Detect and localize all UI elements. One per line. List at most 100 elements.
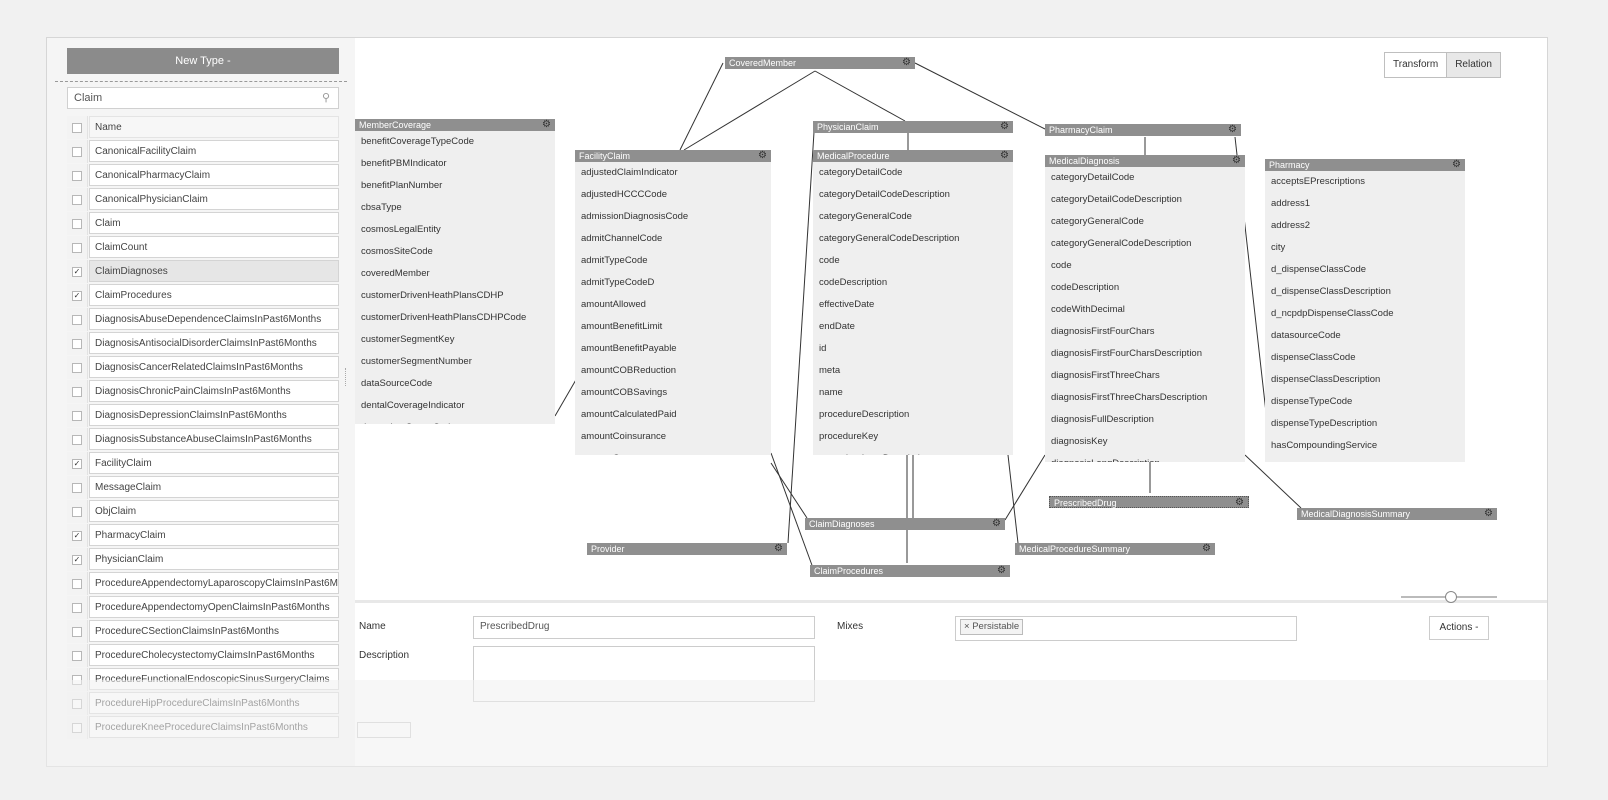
node-field[interactable]: benefitPBMIndicator (361, 158, 447, 169)
type-checkbox[interactable] (67, 212, 88, 235)
node-field[interactable]: dependentStatusCode (355, 417, 555, 424)
node-field[interactable]: categoryGeneralCodeDescription (1051, 238, 1192, 249)
mixes-tag[interactable]: × Persistable (960, 619, 1024, 635)
type-list-item[interactable]: ✓PharmacyClaim (67, 524, 339, 548)
horizontal-splitter-handle[interactable] (355, 600, 1547, 603)
description-textarea[interactable] (473, 646, 815, 702)
zoom-slider[interactable] (1401, 591, 1497, 603)
node-field[interactable]: cosmosSiteCode (361, 246, 433, 257)
node-field[interactable]: code (819, 255, 840, 266)
type-checkbox[interactable] (67, 404, 88, 427)
type-checkbox[interactable] (67, 620, 88, 643)
type-checkbox[interactable] (67, 692, 88, 715)
node-field[interactable]: procedureDescription (819, 409, 910, 420)
gear-icon[interactable]: ⚙ (774, 543, 783, 554)
node-field[interactable]: hasDurableMedicalEquipment (1265, 457, 1465, 462)
type-checkbox[interactable]: ✓ (67, 452, 88, 475)
type-checkbox[interactable] (67, 140, 88, 163)
gear-icon[interactable]: ⚙ (997, 565, 1006, 576)
node-field[interactable]: dentalCoverageIndicator (361, 400, 465, 411)
gear-icon[interactable]: ⚙ (1000, 121, 1009, 132)
node-field[interactable]: acceptsEPrescriptions (1271, 176, 1365, 187)
name-input[interactable]: PrescribedDrug (473, 616, 815, 639)
transform-button[interactable]: Transform (1385, 53, 1447, 77)
node-field[interactable]: amountCOBSavings (581, 387, 668, 398)
type-list-item[interactable]: Claim (67, 212, 339, 236)
node-field[interactable]: id (819, 343, 827, 354)
type-list-item[interactable]: ProcedureHipProcedureClaimsInPast6Months (67, 692, 339, 716)
type-list-item[interactable]: ProcedureAppendectomyOpenClaimsInPast6Mo… (67, 596, 339, 620)
type-list-item[interactable]: ✓PhysicianClaim (67, 548, 339, 572)
type-checkbox[interactable]: ✓ (67, 548, 88, 571)
node-field[interactable]: customerDrivenHeathPlansCDHPCode (361, 312, 527, 323)
type-checkbox[interactable] (67, 308, 88, 331)
node-field[interactable]: categoryDetailCode (1051, 172, 1135, 183)
node-field[interactable]: categoryGeneralCode (1051, 216, 1144, 227)
node-field[interactable]: meta (819, 365, 841, 376)
type-checkbox[interactable] (67, 428, 88, 451)
node-field[interactable]: dataSourceCode (361, 378, 433, 389)
node-field[interactable]: codeDescription (819, 277, 888, 288)
node-field[interactable]: amountBenefitPayable (581, 343, 677, 354)
node-field[interactable]: cosmosLegalEntity (361, 224, 441, 235)
node-field[interactable]: amountCOBReduction (581, 365, 677, 376)
medical-diagnosis-summary-node[interactable]: MedicalDiagnosisSummary⚙ (1297, 508, 1497, 520)
type-checkbox[interactable] (67, 188, 88, 211)
node-field[interactable]: dispenseTypeDescription (1271, 418, 1378, 429)
node-field[interactable]: categoryDetailCode (819, 167, 903, 178)
node-field[interactable]: categoryGeneralCode (819, 211, 912, 222)
type-list-item[interactable]: ✓ClaimDiagnoses (67, 260, 339, 284)
node-field[interactable]: amountCalculatedPaid (581, 409, 677, 420)
gear-icon[interactable]: ⚙ (902, 57, 911, 68)
type-checkbox[interactable] (67, 380, 88, 403)
node-field[interactable]: amountAllowed (581, 299, 646, 310)
node-field[interactable]: diagnosisFirstThreeCharsDescription (1051, 392, 1208, 403)
node-field[interactable]: procedureKey (819, 431, 879, 442)
node-field[interactable]: endDate (819, 321, 855, 332)
node-field[interactable]: adjustedClaimIndicator (581, 167, 678, 178)
node-field[interactable]: name (819, 387, 843, 398)
claim-procedures-node[interactable]: ClaimProcedures⚙ (810, 565, 1010, 577)
node-field[interactable]: categoryDetailCodeDescription (1051, 194, 1182, 205)
node-field[interactable]: d_ncpdpDispenseClassCode (1271, 308, 1394, 319)
remove-tag-icon[interactable]: × (964, 621, 970, 632)
type-list-item[interactable]: ProcedureFunctionalEndoscopicSinusSurger… (67, 668, 339, 692)
node-field[interactable]: city (1271, 242, 1286, 253)
type-checkbox[interactable] (67, 572, 88, 595)
node-field[interactable]: hasCompoundingService (1271, 440, 1378, 451)
node-field[interactable]: procedureLongDescription (813, 448, 1013, 455)
node-field[interactable]: customerDrivenHeathPlansCDHP (361, 290, 504, 301)
type-checkbox[interactable]: ✓ (67, 284, 88, 307)
gear-icon[interactable]: ⚙ (758, 150, 767, 161)
node-field[interactable]: address2 (1271, 220, 1311, 231)
type-search-input[interactable]: Claim ⚲ (67, 87, 339, 109)
node-field[interactable]: admissionDiagnosisCode (581, 211, 689, 222)
provider-node[interactable]: Provider⚙ (587, 543, 787, 555)
type-list-item[interactable]: DiagnosisCancerRelatedClaimsInPast6Month… (67, 356, 339, 380)
node-field[interactable]: codeDescription (1051, 282, 1120, 293)
type-list-item[interactable]: ✓FacilityClaim (67, 452, 339, 476)
select-all-checkbox[interactable] (67, 116, 88, 139)
type-checkbox[interactable] (67, 164, 88, 187)
type-checkbox[interactable] (67, 332, 88, 355)
gear-icon[interactable]: ⚙ (1202, 543, 1211, 554)
relation-button[interactable]: Relation (1446, 53, 1500, 77)
node-field[interactable]: diagnosisFirstFourChars (1051, 326, 1155, 337)
node-field[interactable]: diagnosisFullDescription (1051, 414, 1154, 425)
type-list-item[interactable]: ProcedureKneeProcedureClaimsInPast6Month… (67, 716, 339, 740)
actions-button[interactable]: Actions - (1429, 616, 1489, 640)
node-field[interactable]: admitChannelCode (581, 233, 663, 244)
type-checkbox[interactable]: ✓ (67, 260, 88, 283)
type-checkbox[interactable] (67, 476, 88, 499)
type-list-item[interactable]: ClaimCount (67, 236, 339, 260)
type-list-item[interactable]: DiagnosisSubstanceAbuseClaimsInPast6Mont… (67, 428, 339, 452)
node-field[interactable]: diagnosisFirstFourCharsDescription (1051, 348, 1202, 359)
type-list-item[interactable]: ObjClaim (67, 500, 339, 524)
type-checkbox[interactable] (67, 236, 88, 259)
node-field[interactable]: customerSegmentNumber (361, 356, 472, 367)
type-list-item[interactable]: DiagnosisChronicPainClaimsInPast6Months (67, 380, 339, 404)
node-field[interactable]: amountBenefitLimit (581, 321, 663, 332)
vertical-splitter-handle[interactable] (345, 368, 349, 386)
node-field[interactable]: diagnosisLongDescription (1045, 453, 1245, 462)
